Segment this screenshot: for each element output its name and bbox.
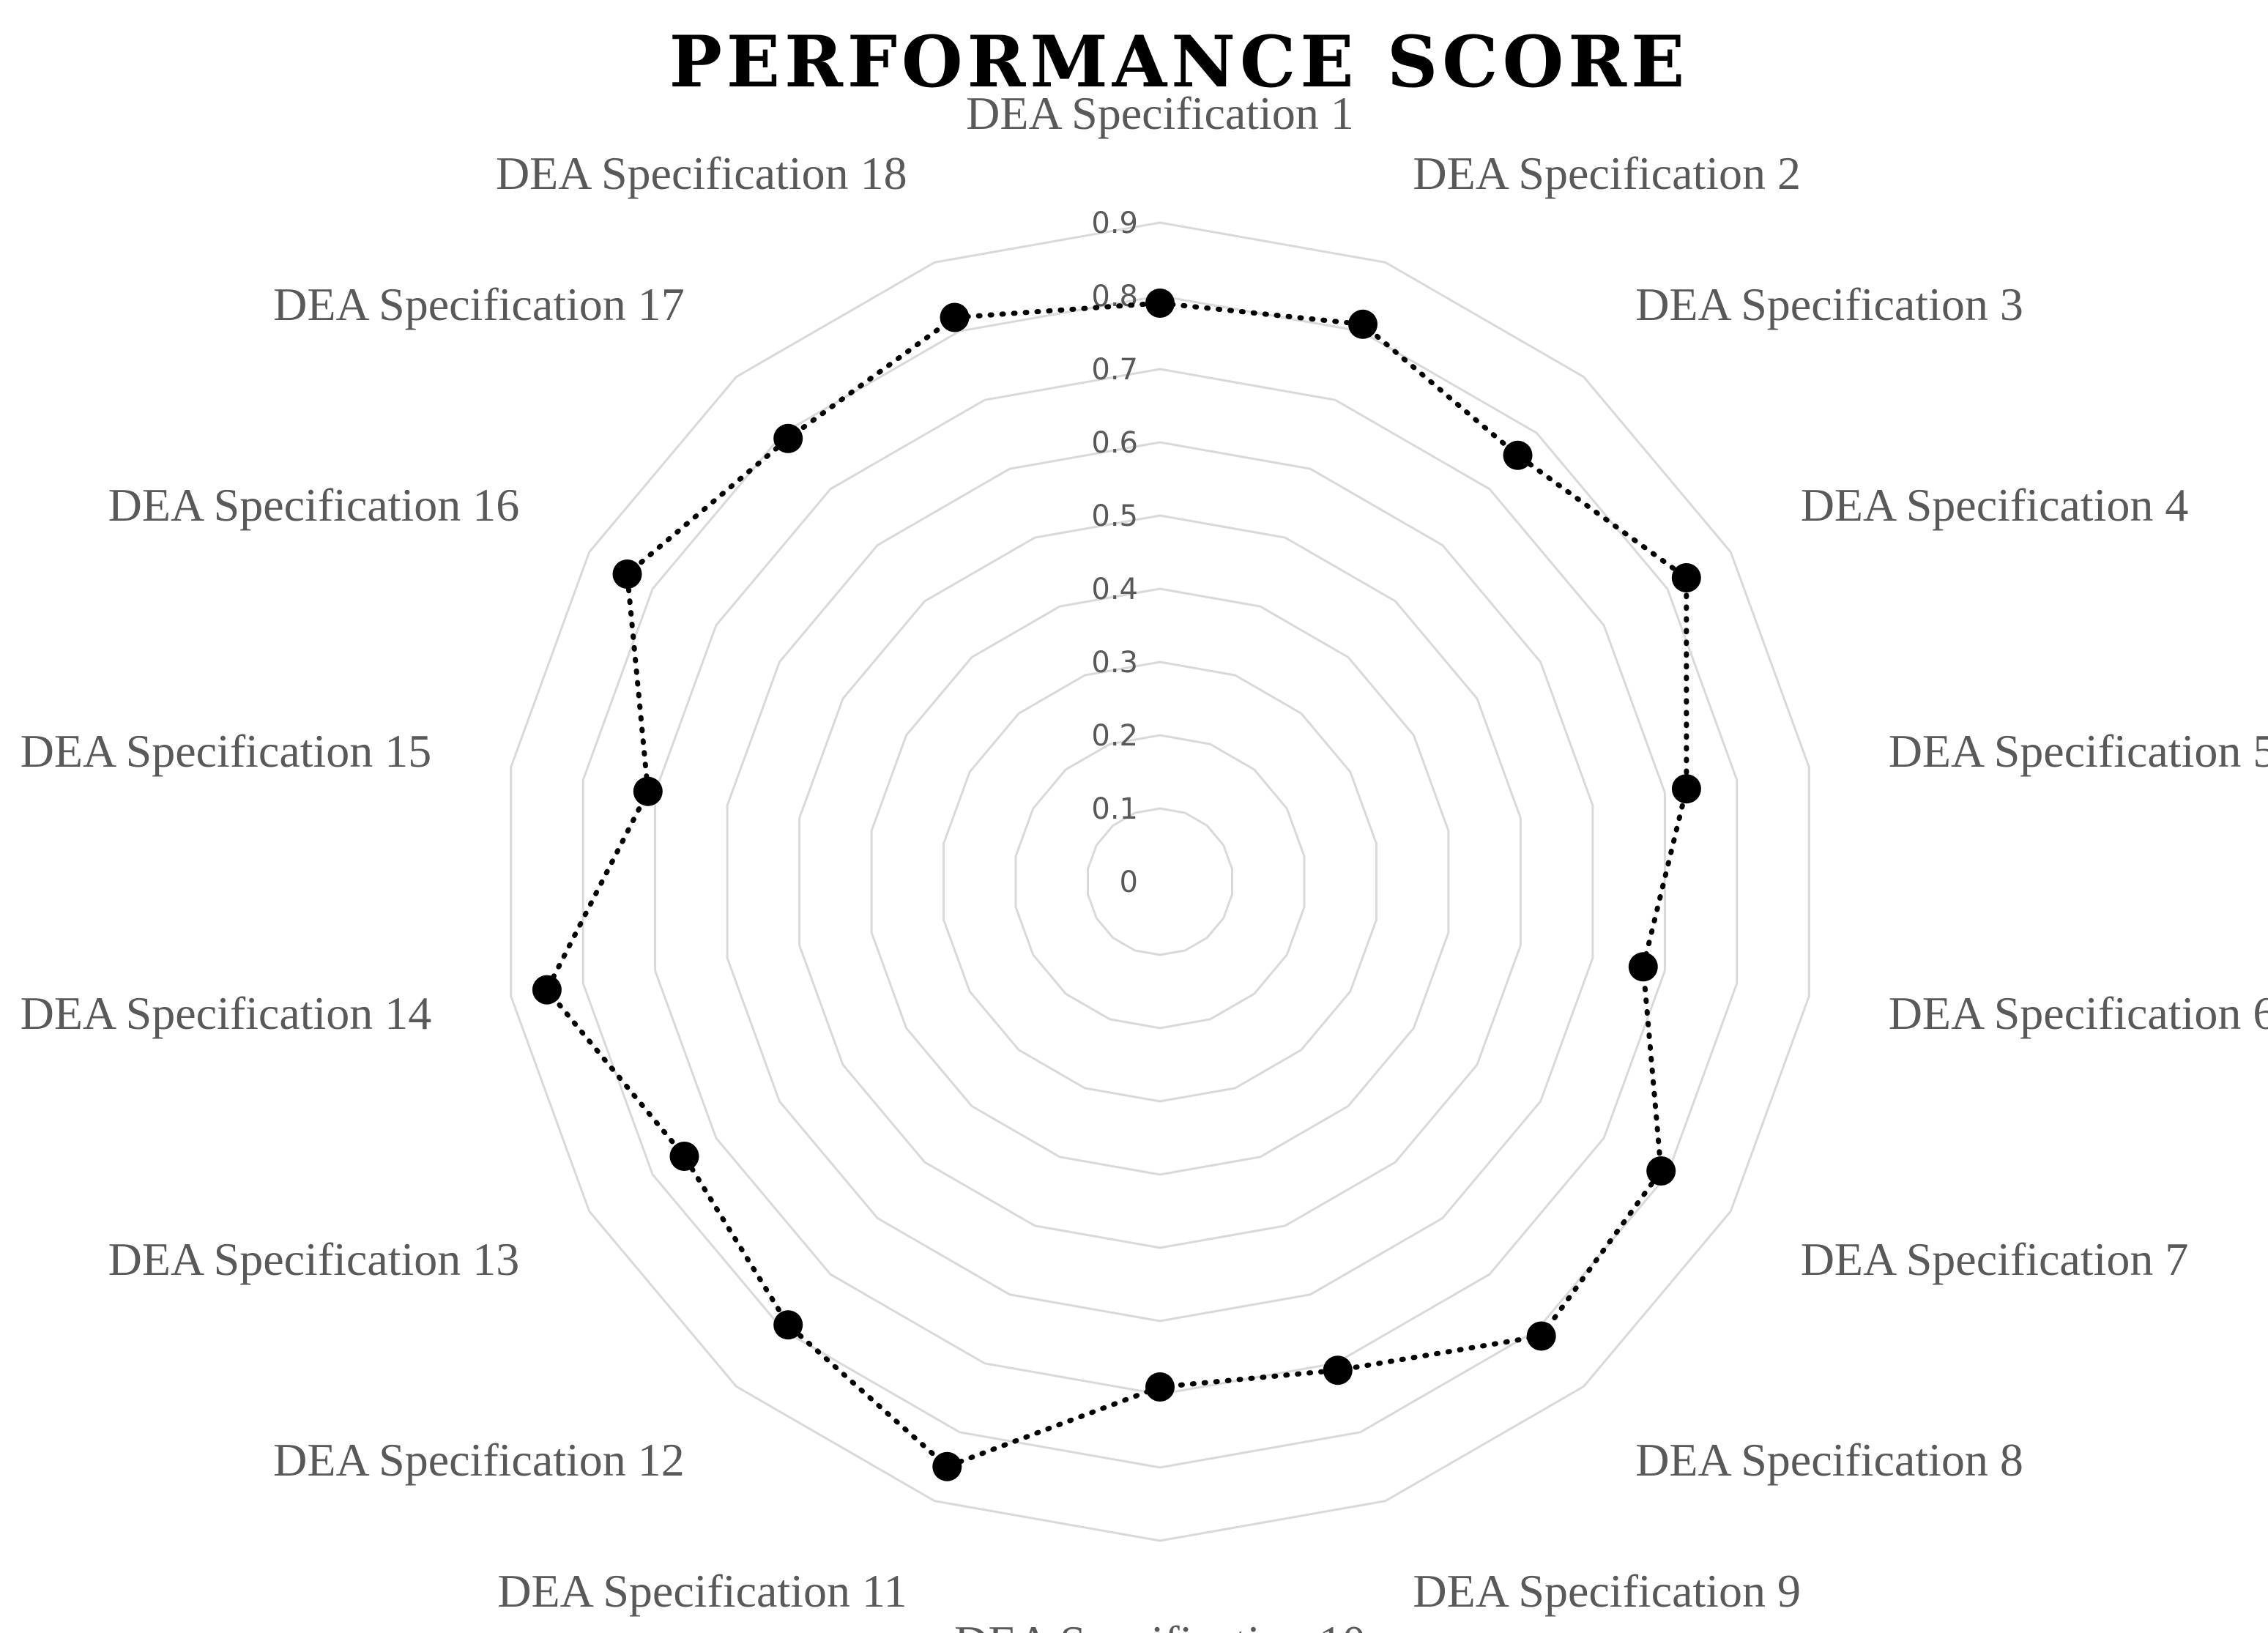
category-label: DEA Specification 4 bbox=[1801, 479, 2189, 531]
data-point bbox=[773, 1310, 803, 1340]
category-label: DEA Specification 8 bbox=[1635, 1434, 2023, 1486]
grid-ring-0.1 bbox=[1087, 807, 1233, 956]
r-tick-label: 0.5 bbox=[1091, 499, 1138, 533]
category-label: DEA Specification 11 bbox=[497, 1565, 907, 1617]
r-tick-label: 0.7 bbox=[1091, 353, 1138, 387]
category-label: DEA Specification 10 bbox=[954, 1616, 1366, 1633]
chart-title: PERFORMANCE SCORE bbox=[669, 21, 1689, 103]
data-point bbox=[1348, 309, 1377, 339]
category-label: DEA Specification 7 bbox=[1801, 1233, 2189, 1285]
data-point bbox=[773, 423, 803, 453]
series-line bbox=[543, 300, 1689, 1470]
data-point bbox=[612, 559, 642, 589]
category-label: DEA Specification 2 bbox=[1413, 147, 1801, 199]
category-label: DEA Specification 3 bbox=[1635, 278, 2023, 330]
category-label: DEA Specification 16 bbox=[108, 479, 520, 531]
r-tick-label: 0.9 bbox=[1091, 207, 1138, 240]
category-label: DEA Specification 12 bbox=[273, 1434, 685, 1486]
r-tick-label: 0.2 bbox=[1091, 719, 1138, 753]
category-label: DEA Specification 15 bbox=[21, 725, 432, 777]
data-point bbox=[532, 975, 562, 1005]
series-layer bbox=[532, 289, 1701, 1481]
data-point bbox=[1628, 952, 1658, 982]
category-label: DEA Specification 9 bbox=[1413, 1565, 1801, 1617]
data-point bbox=[1145, 289, 1175, 318]
grid-layer bbox=[510, 221, 1810, 1542]
r-tick-label: 0.1 bbox=[1091, 792, 1138, 826]
grid-ring-0.4 bbox=[870, 587, 1450, 1176]
data-point bbox=[1646, 1156, 1676, 1186]
data-point bbox=[940, 302, 970, 332]
data-point bbox=[1671, 563, 1701, 592]
category-label: DEA Specification 14 bbox=[21, 987, 432, 1039]
category-label: DEA Specification 1 bbox=[966, 87, 1354, 139]
category-label: DEA Specification 17 bbox=[273, 278, 685, 330]
grid-ring-0.2 bbox=[1014, 734, 1306, 1030]
data-point bbox=[1526, 1321, 1556, 1351]
data-point bbox=[1145, 1372, 1175, 1402]
data-point bbox=[1671, 774, 1701, 804]
data-point bbox=[633, 776, 663, 806]
data-point bbox=[932, 1451, 962, 1481]
r-tick-label: 0.4 bbox=[1091, 573, 1138, 606]
data-point bbox=[1323, 1355, 1353, 1385]
grid-ring-0.3 bbox=[942, 661, 1377, 1103]
grid-ring-0.9 bbox=[510, 221, 1810, 1542]
grid-ring-0.5 bbox=[798, 514, 1522, 1249]
grid-ring-0.6 bbox=[726, 441, 1594, 1323]
category-label: DEA Specification 18 bbox=[496, 147, 907, 199]
data-point bbox=[669, 1142, 699, 1171]
data-point bbox=[1503, 440, 1533, 470]
category-label: DEA Specification 13 bbox=[108, 1233, 520, 1285]
category-label: DEA Specification 6 bbox=[1889, 987, 2268, 1039]
r-tick-label: 0.6 bbox=[1091, 426, 1138, 460]
r-tick-label: 0.3 bbox=[1091, 646, 1138, 680]
category-label: DEA Specification 5 bbox=[1889, 725, 2268, 777]
category-label-layer: DEA Specification 1 DEA Specification 2 DE… bbox=[21, 87, 2268, 1633]
tick-layer: 00.10.20.30.40.50.60.70.80.9 bbox=[1091, 207, 1138, 899]
grid-ring-0.7 bbox=[654, 368, 1666, 1396]
r-tick-label: 0 bbox=[1120, 866, 1138, 899]
grid-ring-0.8 bbox=[581, 294, 1739, 1469]
